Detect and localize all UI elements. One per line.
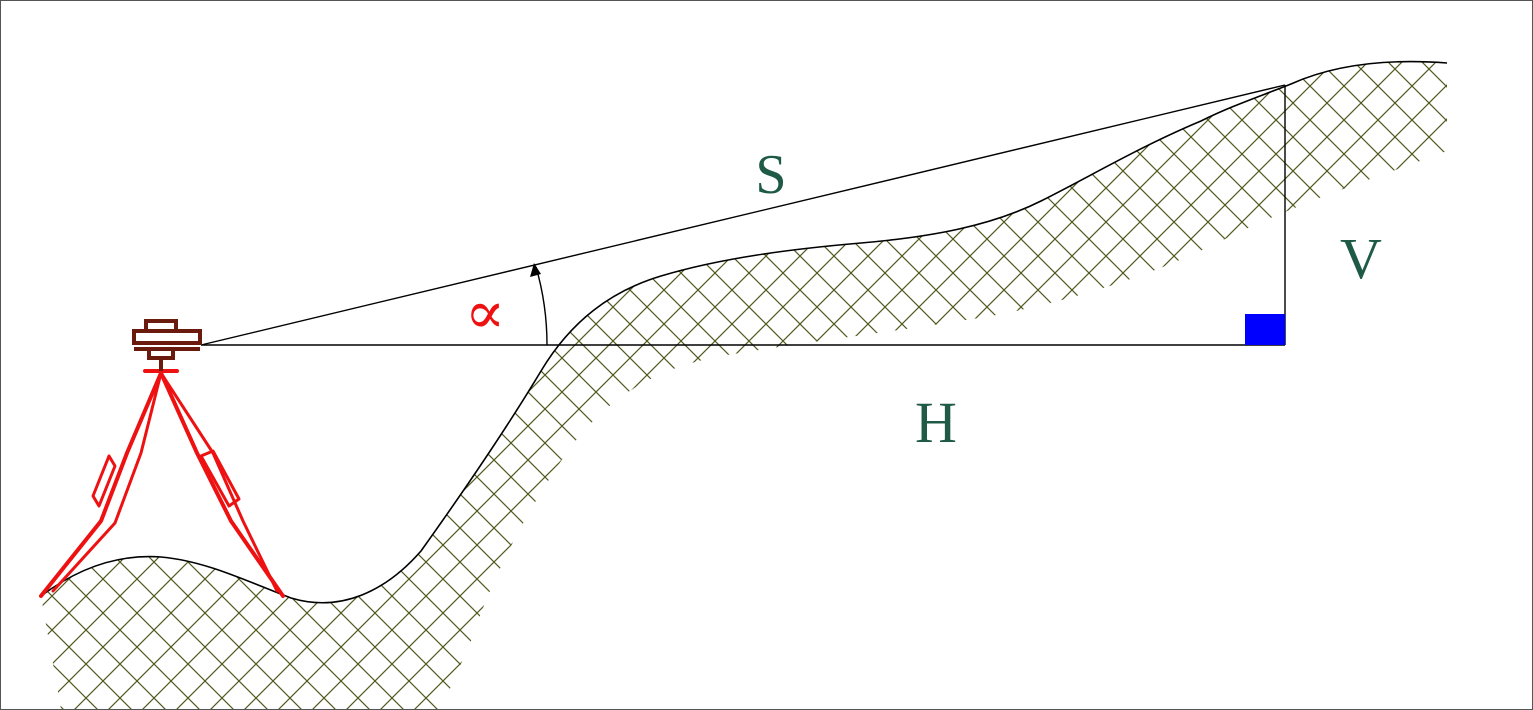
tripod-icon (39, 369, 285, 598)
vertical-distance-label: V (1340, 226, 1382, 291)
instrument-icon (132, 319, 202, 371)
right-angle-marker-icon (1245, 314, 1285, 345)
slope-distance-label: S (755, 144, 786, 206)
terrain-lower-band (41, 61, 1447, 709)
angle-arrow-icon (530, 263, 541, 277)
slope-line (200, 84, 1286, 346)
horizontal-distance-label: H (915, 390, 957, 455)
angle-arc (535, 266, 548, 346)
vertical-angle-label: ∝ (465, 280, 506, 346)
terrain-profile (40, 60, 1448, 604)
terrain-hatching (41, 61, 1447, 709)
